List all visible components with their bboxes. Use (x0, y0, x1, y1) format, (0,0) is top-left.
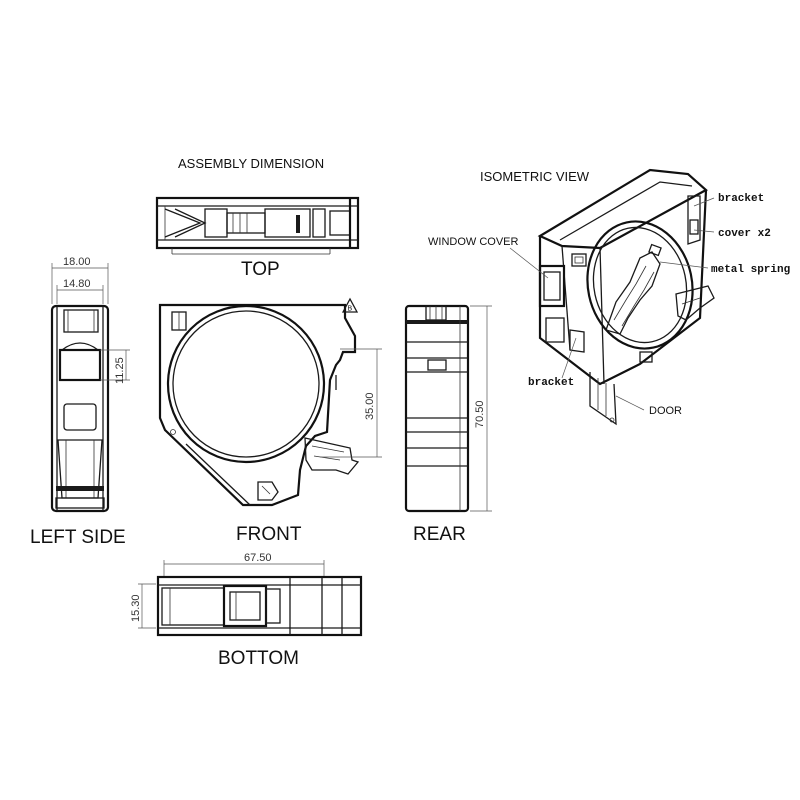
top-view (155, 196, 360, 255)
callout-door: DOOR (649, 405, 682, 417)
dim-total-height: 70.50 (474, 400, 486, 428)
dim-width-inner: 14.80 (63, 278, 91, 290)
callout-leaders (509, 197, 715, 411)
top-view-label: TOP (241, 259, 280, 280)
bottom-view (156, 575, 363, 637)
bottom-view-label: BOTTOM (218, 648, 299, 669)
callout-window-cover: WINDOW COVER (428, 236, 518, 248)
isometric-view-title: ISOMETRIC VIEW (480, 169, 590, 184)
marker-letter: B (348, 306, 353, 313)
bottom-dimensions (138, 560, 325, 629)
dim-width-outer: 18.00 (63, 256, 91, 268)
front-dimensions (320, 348, 382, 458)
front-view-label: FRONT (236, 524, 302, 545)
left-side-view (50, 304, 110, 513)
isometric-view (537, 168, 715, 426)
assembly-dimension-title: ASSEMBLY DIMENSION (178, 156, 324, 171)
callout-bracket-bottom: bracket (528, 377, 574, 389)
rear-view-label: REAR (413, 524, 466, 545)
dim-window-height: 11.25 (114, 357, 126, 384)
dim-total-length: 67.50 (244, 552, 272, 564)
left-side-dimensions (51, 263, 130, 381)
rear-view (404, 304, 470, 513)
left-side-view-label: LEFT SIDE (30, 527, 126, 548)
dim-bottom-height: 15.30 (130, 594, 142, 622)
marker-triangle: B (341, 297, 359, 313)
rear-dimensions (470, 305, 492, 512)
callout-bracket-top: bracket (718, 193, 764, 205)
callout-metal-spring: metal spring (711, 264, 790, 276)
front-view (158, 303, 360, 507)
dim-circle-height: 35.00 (364, 392, 376, 420)
callout-cover: cover x2 (718, 228, 771, 240)
